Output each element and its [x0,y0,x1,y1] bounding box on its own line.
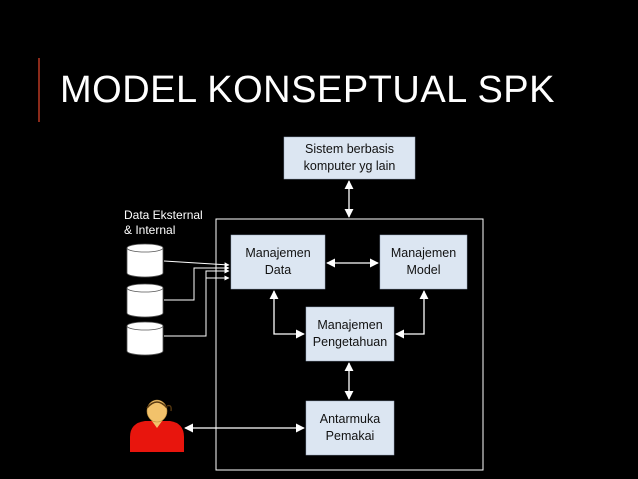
system-boundary [215,218,484,471]
external-system-box [283,136,416,180]
connector-db1 [163,260,230,268]
user-interface-box [305,400,395,456]
knowledge-management-box [305,306,395,362]
data-management-box [230,234,326,290]
data-management-label: Manajemen Data [245,246,311,277]
model-management-label: Manajemen Model [390,246,457,277]
user-icon [130,399,184,452]
external-system-label: Sistem berbasis komputer yg lain [303,142,396,173]
database-icon [126,283,164,318]
connector-db3 [164,268,230,337]
arrow-model-knowledge [395,290,429,339]
slide-title: MODEL KONSEPTUAL SPK [60,69,555,111]
database-icon [126,243,164,278]
data-sources-label: Data Eksternal & Internal [124,208,203,237]
user-interface-label: Antarmuka Pemakai [319,412,381,443]
database-icon [126,321,164,356]
model-management-box [379,234,468,290]
connector-db2 [164,265,230,301]
title-accent-bar [38,58,40,122]
arrow-data-knowledge [269,290,305,339]
knowledge-management-label: Manajemen Pengetahuan [312,318,388,349]
